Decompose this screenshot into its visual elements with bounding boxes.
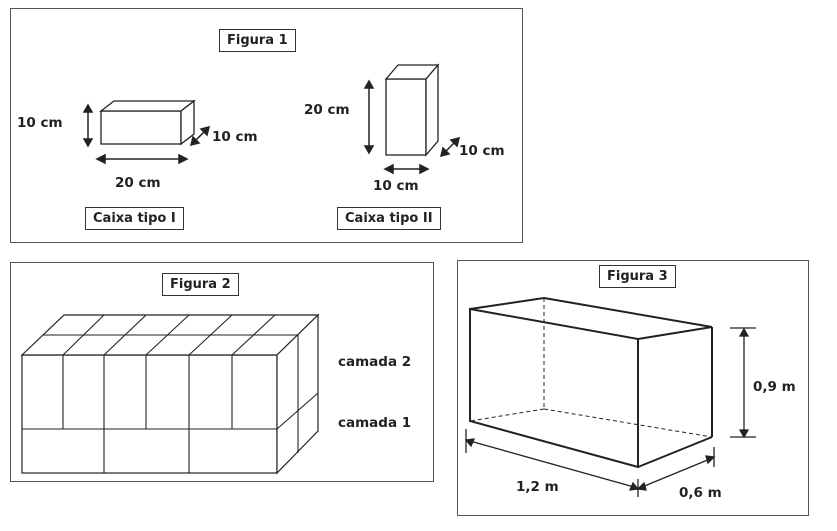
figure-3-panel: Figura 3 bbox=[457, 260, 809, 516]
figure-1-panel: Figura 1 bbox=[10, 8, 523, 243]
figure-2-title: Figura 2 bbox=[162, 273, 239, 296]
figure-3-title: Figura 3 bbox=[599, 265, 676, 288]
figure-3-drawing bbox=[464, 297, 756, 497]
box1-length-arrow bbox=[95, 153, 189, 165]
figure-1-title: Figura 1 bbox=[219, 29, 296, 52]
box1-height-label: 10 cm bbox=[17, 115, 63, 131]
figure-2-panel: Figura 2 bbox=[10, 262, 434, 482]
length-label: 1,2 m bbox=[516, 479, 559, 495]
box2-width-arrow bbox=[383, 163, 430, 175]
layer-1-label: camada 1 bbox=[338, 415, 412, 431]
box2-depth-arrow bbox=[439, 136, 461, 158]
box1-caption: Caixa tipo I bbox=[85, 207, 184, 230]
box-type-1 bbox=[99, 99, 196, 146]
height-label: 0,9 m bbox=[753, 379, 796, 395]
layer-2-label: camada 2 bbox=[338, 354, 412, 370]
box2-depth-label: 10 cm bbox=[459, 143, 505, 159]
box1-depth-arrow bbox=[189, 125, 211, 147]
box1-depth-label: 10 cm bbox=[212, 129, 258, 145]
box-type-2 bbox=[384, 63, 440, 157]
box2-width-label: 10 cm bbox=[373, 178, 419, 194]
figure-1-drawing bbox=[82, 63, 461, 175]
box2-caption: Caixa tipo II bbox=[337, 207, 441, 230]
box1-length-label: 20 cm bbox=[115, 175, 161, 191]
box2-height-label: 20 cm bbox=[304, 102, 350, 118]
box1-height-arrow bbox=[82, 103, 94, 148]
depth-label: 0,6 m bbox=[679, 485, 722, 501]
figure-2-drawing bbox=[20, 313, 320, 475]
box2-height-arrow bbox=[363, 79, 375, 155]
